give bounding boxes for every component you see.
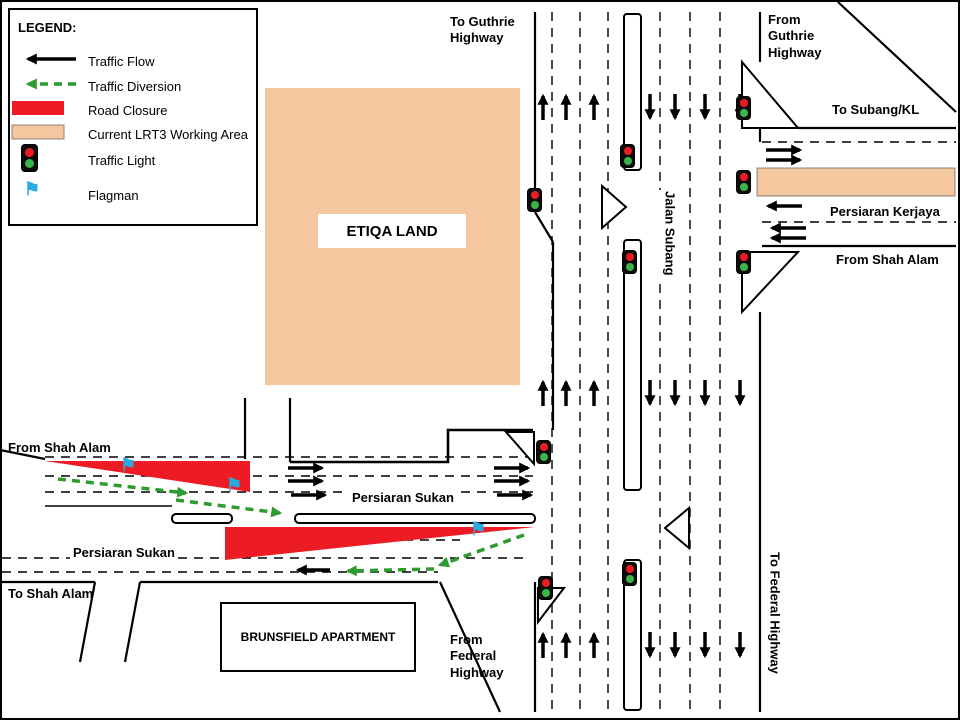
- legend-panel: LEGEND: Traffic Flow Traffic Diversion R…: [8, 8, 258, 226]
- legend-flagman-icon: ⚑: [24, 179, 41, 199]
- legend-traffic-light-icon: [21, 144, 38, 172]
- road-edge: [439, 581, 501, 713]
- red-light: [625, 565, 634, 573]
- green-light: [739, 183, 748, 191]
- median-island: [623, 239, 642, 491]
- green-light: [530, 201, 539, 209]
- legend-item-label: Traffic Light: [88, 153, 156, 168]
- road-closure-area: [225, 527, 535, 560]
- legend-item-label: Flagman: [88, 188, 139, 203]
- legend-item-label: Traffic Flow: [88, 54, 155, 69]
- traffic-island: [601, 183, 628, 231]
- green-light: [625, 263, 634, 271]
- label-from-shah-alam-east: From Shah Alam: [836, 252, 939, 267]
- traffic-island: [663, 505, 690, 551]
- road-edge: [534, 211, 554, 243]
- label-from-federal-highway: From Federal Highway: [450, 632, 504, 680]
- label-from-shah-alam-west: From Shah Alam: [8, 440, 111, 455]
- traffic-island: [741, 251, 801, 315]
- green-light: [623, 157, 632, 165]
- etiqa-land-building: ETIQA LAND: [318, 214, 466, 248]
- label-to-shah-alam: To Shah Alam: [8, 586, 94, 601]
- legend-item-label: Traffic Diversion: [88, 79, 182, 94]
- legend-item-label: Road Closure: [88, 103, 168, 118]
- traffic-diversion-arrow: [175, 498, 283, 518]
- red-light: [739, 173, 748, 181]
- lrt3-working-area-kerjaya: [756, 167, 956, 197]
- label-to-subang-kl: To Subang/KL: [832, 102, 920, 117]
- traffic-light-icon: [538, 576, 553, 600]
- traffic-light-icon: [620, 144, 635, 168]
- road-edge: [290, 428, 533, 464]
- green-light: [739, 109, 748, 117]
- traffic-diversion-arrow: [57, 477, 189, 498]
- label-persiaran-sukan-lower: Persiaran Sukan: [70, 544, 178, 563]
- red-light: [625, 253, 634, 261]
- median-island: [623, 559, 642, 711]
- red-light: [541, 579, 550, 587]
- red-light: [739, 99, 748, 107]
- label-persiaran-kerjaya: Persiaran Kerjaya: [830, 204, 940, 219]
- traffic-light-icon: [527, 188, 542, 212]
- legend-working-area-swatch: [11, 124, 65, 140]
- green-light: [539, 453, 548, 461]
- traffic-light-icon: [536, 440, 551, 464]
- green-light: [25, 159, 34, 169]
- traffic-light-icon: [736, 170, 751, 194]
- green-light: [625, 575, 634, 583]
- traffic-light-icon: [622, 562, 637, 586]
- road-closure-area: [45, 461, 250, 492]
- traffic-light-icon: [736, 250, 751, 274]
- red-light: [530, 191, 539, 199]
- red-light: [539, 443, 548, 451]
- label-from-guthrie-highway: From Guthrie Highway: [768, 12, 822, 60]
- label-to-guthrie-highway: To Guthrie Highway: [450, 14, 515, 46]
- traffic-island: [503, 431, 535, 467]
- legend-item-label: Current LRT3 Working Area: [88, 127, 248, 142]
- traffic-island: [741, 59, 801, 129]
- flagman-icon: ⚑: [470, 519, 487, 539]
- road-edge: [78, 581, 97, 663]
- traffic-diversion-arrow: [437, 533, 525, 568]
- road-edge: [123, 581, 142, 663]
- traffic-light-icon: [622, 250, 637, 274]
- median-island: [171, 513, 233, 524]
- traffic-light-icon: [736, 96, 751, 120]
- median-island: [294, 513, 536, 524]
- label-to-federal-highway: To Federal Highway: [767, 552, 783, 674]
- green-light: [739, 263, 748, 271]
- flagman-icon: ⚑: [226, 475, 243, 495]
- label-persiaran-sukan-upper: Persiaran Sukan: [349, 489, 457, 508]
- red-light: [25, 147, 34, 157]
- red-light: [739, 253, 748, 261]
- flagman-icon: ⚑: [120, 455, 137, 475]
- brunsfield-apartment-building: BRUNSFIELD APARTMENT: [220, 602, 416, 672]
- traffic-diversion-arrow: [345, 565, 435, 577]
- ramp-edge: [837, 1, 957, 113]
- green-light: [541, 589, 550, 597]
- road-edge: [0, 448, 46, 461]
- red-light: [623, 147, 632, 155]
- legend-road-closure-swatch: [12, 101, 64, 115]
- median-island: [623, 13, 642, 171]
- legend-title: LEGEND:: [18, 20, 77, 35]
- label-jalan-subang: Jalan Subang: [658, 190, 681, 277]
